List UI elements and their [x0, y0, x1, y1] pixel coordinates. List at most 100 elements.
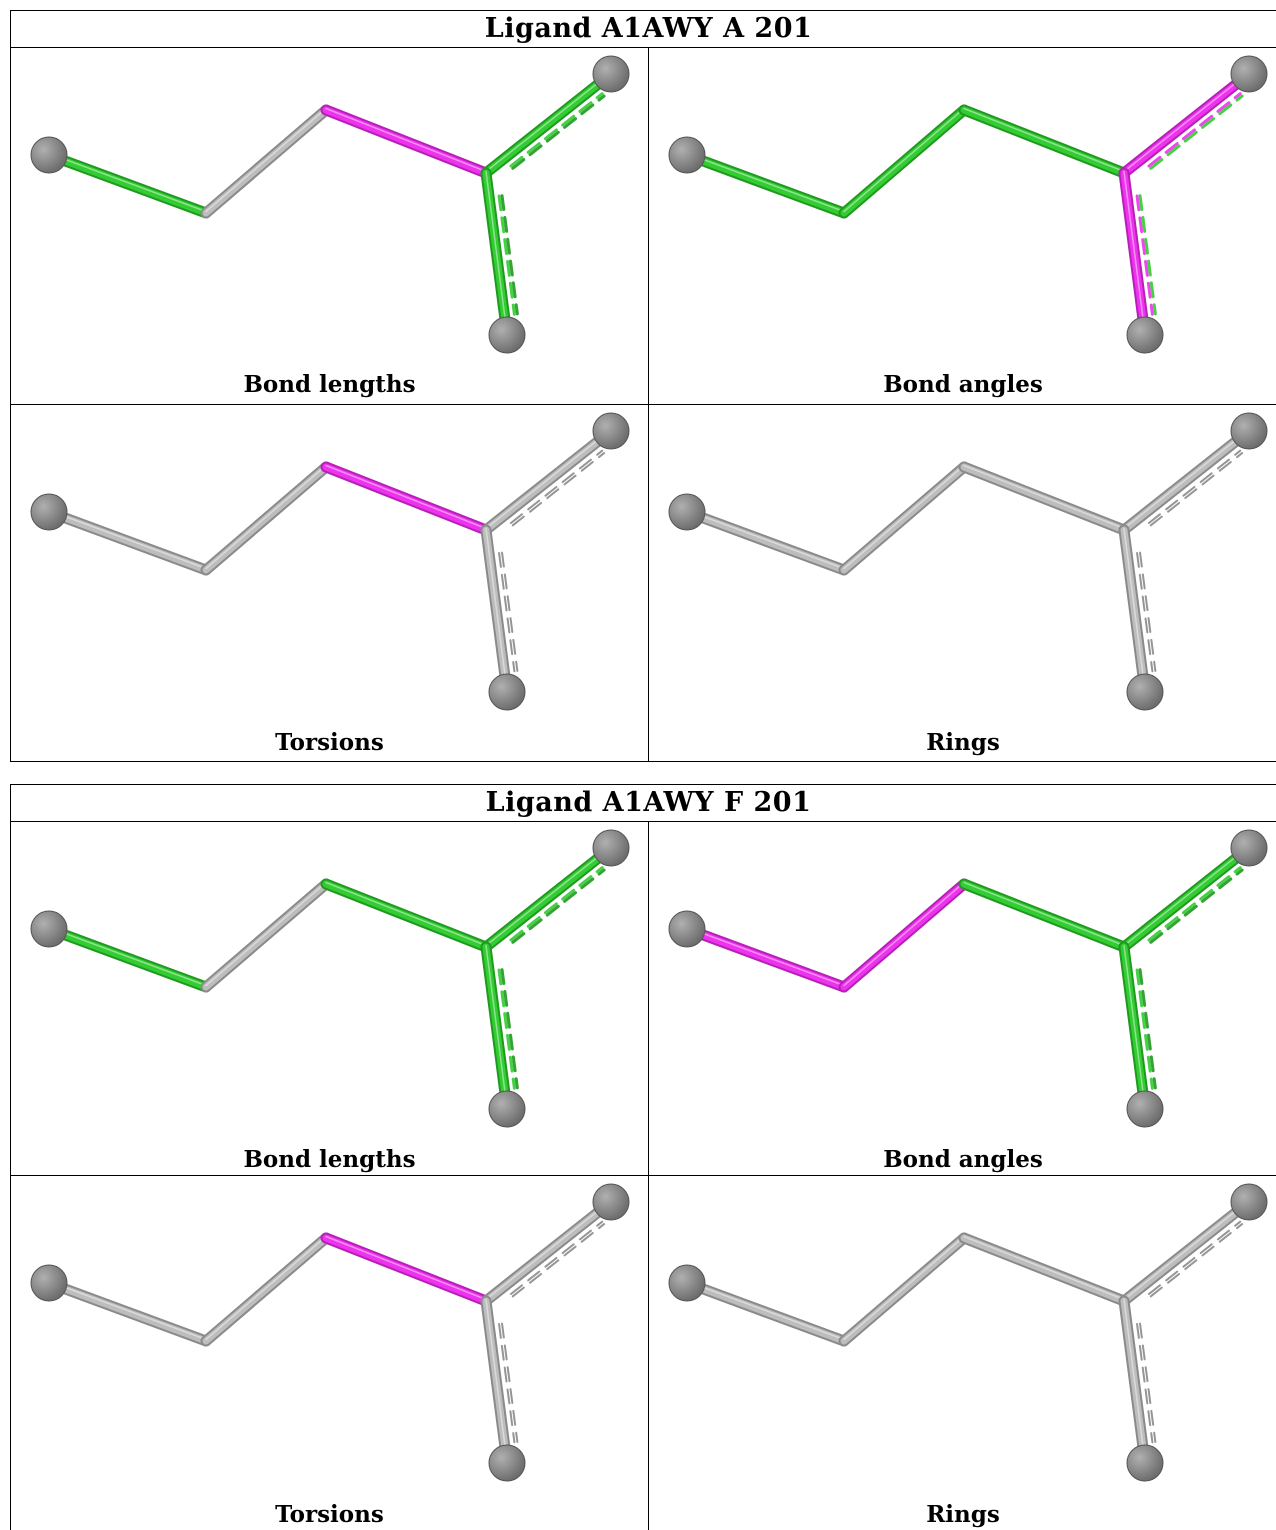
table-title: Ligand A1AWY A 201	[11, 11, 1276, 48]
cell-torsions: Torsions	[11, 405, 649, 762]
bond	[838, 104, 970, 219]
atom-sphere	[592, 1183, 630, 1221]
dashed-bond	[1149, 94, 1244, 170]
atom-sphere	[668, 1264, 706, 1302]
dashed-bond	[500, 968, 519, 1090]
dashed-bond	[1147, 92, 1242, 168]
dashed-bond	[1147, 866, 1242, 942]
dashed-bond	[1136, 552, 1154, 673]
atom-sphere	[1126, 673, 1164, 711]
dashed-bond	[1139, 551, 1157, 672]
atom-sphere	[668, 493, 706, 531]
atom-sphere	[1230, 1183, 1268, 1221]
bond	[838, 1232, 970, 1347]
cell-label: Bond angles	[883, 371, 1043, 398]
cell-label: Bond lengths	[243, 1146, 416, 1173]
bond	[480, 425, 617, 536]
atom-sphere	[1126, 316, 1164, 354]
atom-sphere	[488, 673, 526, 711]
bond	[958, 104, 1130, 179]
table-title: Ligand A1AWY F 201	[11, 785, 1276, 822]
dashed-bond	[1138, 194, 1157, 316]
bond	[43, 923, 212, 993]
bond	[320, 104, 492, 179]
dashed-bond	[509, 92, 604, 168]
ligand-table-f: Ligand A1AWY F 201 Bond lengths Bond ang…	[10, 784, 1276, 1530]
molecule-diagram	[668, 55, 1268, 354]
molecule-diagram	[668, 1183, 1268, 1482]
molecule-diagram	[30, 829, 630, 1128]
dashed-bond	[1149, 452, 1244, 527]
bond	[1118, 167, 1151, 341]
bond	[200, 461, 332, 576]
atom-sphere	[30, 493, 68, 531]
cell-label: Bond angles	[883, 1146, 1043, 1173]
cell-bond-angles: Bond angles	[649, 48, 1276, 405]
atom-sphere	[1230, 55, 1268, 93]
atom-sphere	[488, 1090, 526, 1128]
molecule-diagram	[668, 829, 1268, 1128]
cell-rings: Rings	[649, 1176, 1276, 1530]
dashed-bond	[1136, 1323, 1154, 1444]
dashed-bond	[1149, 1223, 1244, 1298]
atom-sphere	[30, 1264, 68, 1302]
dashed-bond	[1149, 868, 1244, 944]
atom-sphere	[592, 829, 630, 867]
bond	[480, 167, 513, 341]
dashed-bond	[509, 449, 604, 524]
cell-torsions: Torsions	[11, 1176, 649, 1530]
bond	[1118, 842, 1255, 953]
atom-sphere	[592, 55, 630, 93]
cell-bond-lengths: Bond lengths	[11, 822, 649, 1176]
atom-sphere	[30, 136, 68, 174]
molecule-diagram	[30, 55, 630, 354]
bond	[480, 524, 513, 698]
bond	[480, 941, 513, 1115]
dashed-bond	[1147, 1220, 1242, 1295]
atom-sphere	[488, 316, 526, 354]
cell-label: Torsions	[275, 1501, 384, 1528]
atom-sphere	[1126, 1090, 1164, 1128]
dashed-bond	[1138, 968, 1157, 1090]
atom-sphere	[1230, 412, 1268, 450]
bond	[480, 842, 617, 953]
dashed-bond	[1135, 194, 1154, 316]
dashed-bond	[511, 94, 606, 170]
dashed-bond	[509, 866, 604, 942]
bond	[958, 461, 1130, 536]
atom-sphere	[30, 910, 68, 948]
dashed-bond	[501, 551, 519, 672]
bond	[43, 1277, 212, 1347]
dashed-bond	[1147, 449, 1242, 524]
bond	[320, 878, 492, 953]
dashed-bond	[1135, 968, 1154, 1090]
bond	[1118, 524, 1151, 698]
bond	[1118, 941, 1151, 1115]
atom-sphere	[1230, 829, 1268, 867]
dashed-bond	[509, 1220, 604, 1295]
ligand-table-a: Ligand A1AWY A 201 Bond lengths Bond ang…	[10, 10, 1276, 762]
cell-label: Bond lengths	[243, 371, 416, 398]
bond	[43, 506, 212, 576]
dashed-bond	[498, 1323, 516, 1444]
cell-label: Rings	[926, 1501, 1000, 1528]
bond	[480, 68, 617, 179]
bond	[1118, 68, 1255, 179]
molecule-diagram	[30, 412, 630, 711]
atom-sphere	[668, 136, 706, 174]
bond	[200, 104, 332, 219]
bond	[1118, 1295, 1151, 1469]
bond	[681, 506, 850, 576]
dashed-bond	[511, 452, 606, 527]
bond	[958, 878, 1130, 953]
dashed-bond	[497, 968, 516, 1090]
dashed-bond	[1139, 1322, 1157, 1443]
atom-sphere	[1126, 1444, 1164, 1482]
bond	[1118, 1196, 1255, 1307]
cell-bond-lengths: Bond lengths	[11, 48, 649, 405]
bond	[320, 461, 492, 536]
dashed-bond	[500, 194, 519, 316]
atom-sphere	[592, 412, 630, 450]
molecule-diagram	[668, 412, 1268, 711]
dashed-bond	[511, 868, 606, 944]
